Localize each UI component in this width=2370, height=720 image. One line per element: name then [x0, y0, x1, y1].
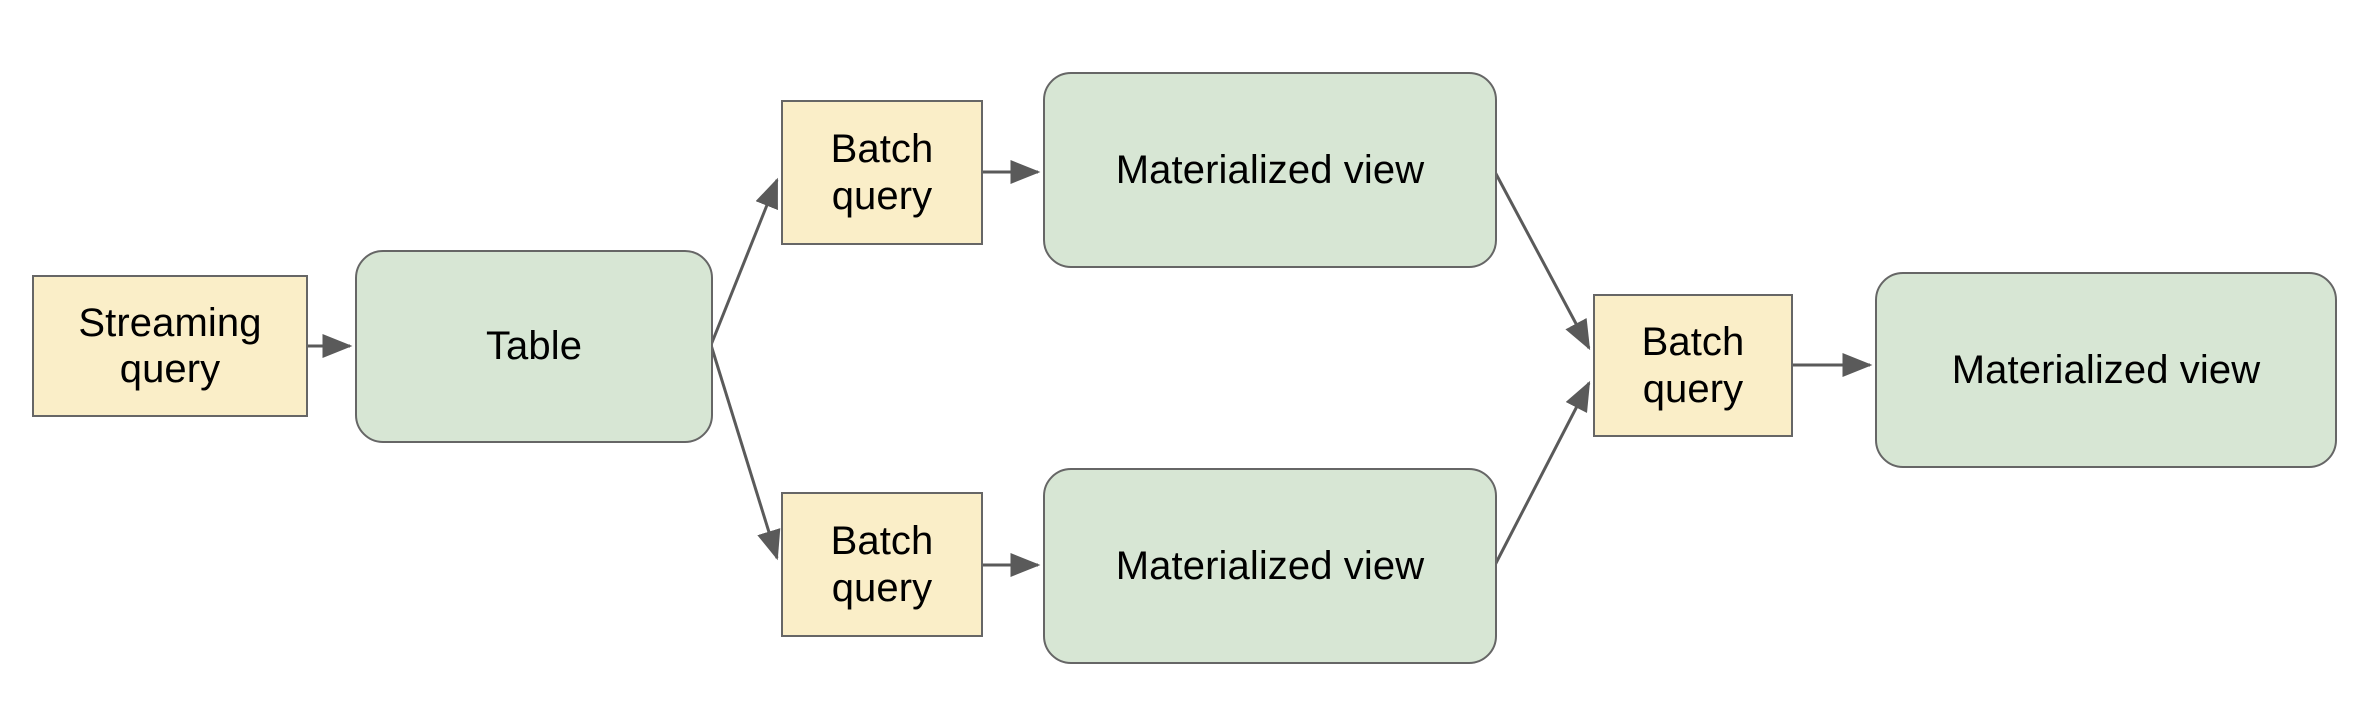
node-batch-query-top-label: Batch query — [830, 127, 934, 218]
edge-table-to-batch-query-top — [709, 177, 779, 346]
node-materialized-view-final-label: Materialized view — [1951, 347, 2261, 392]
node-batch-query-top[interactable]: Batch query — [781, 100, 983, 245]
node-streaming-query[interactable]: Streaming query — [32, 275, 308, 417]
edge-materialized-view-top-to-batch-query-join — [1493, 171, 1591, 351]
edge-materialized-view-bottom-to-batch-query-join — [1493, 380, 1591, 566]
node-batch-query-join-label: Batch query — [1641, 320, 1745, 411]
edge-table-to-batch-query-bottom — [709, 344, 781, 561]
node-batch-query-join[interactable]: Batch query — [1593, 294, 1793, 437]
node-table-label: Table — [485, 324, 583, 369]
node-streaming-query-label: Streaming query — [78, 300, 262, 391]
node-table[interactable]: Table — [355, 250, 713, 443]
node-batch-query-bottom-label: Batch query — [830, 519, 934, 610]
node-materialized-view-final[interactable]: Materialized view — [1875, 272, 2337, 468]
node-materialized-view-top-label: Materialized view — [1115, 147, 1425, 192]
node-batch-query-bottom[interactable]: Batch query — [781, 492, 983, 637]
node-materialized-view-bottom-label: Materialized view — [1115, 543, 1425, 588]
node-materialized-view-top[interactable]: Materialized view — [1043, 72, 1497, 268]
node-materialized-view-bottom[interactable]: Materialized view — [1043, 468, 1497, 664]
